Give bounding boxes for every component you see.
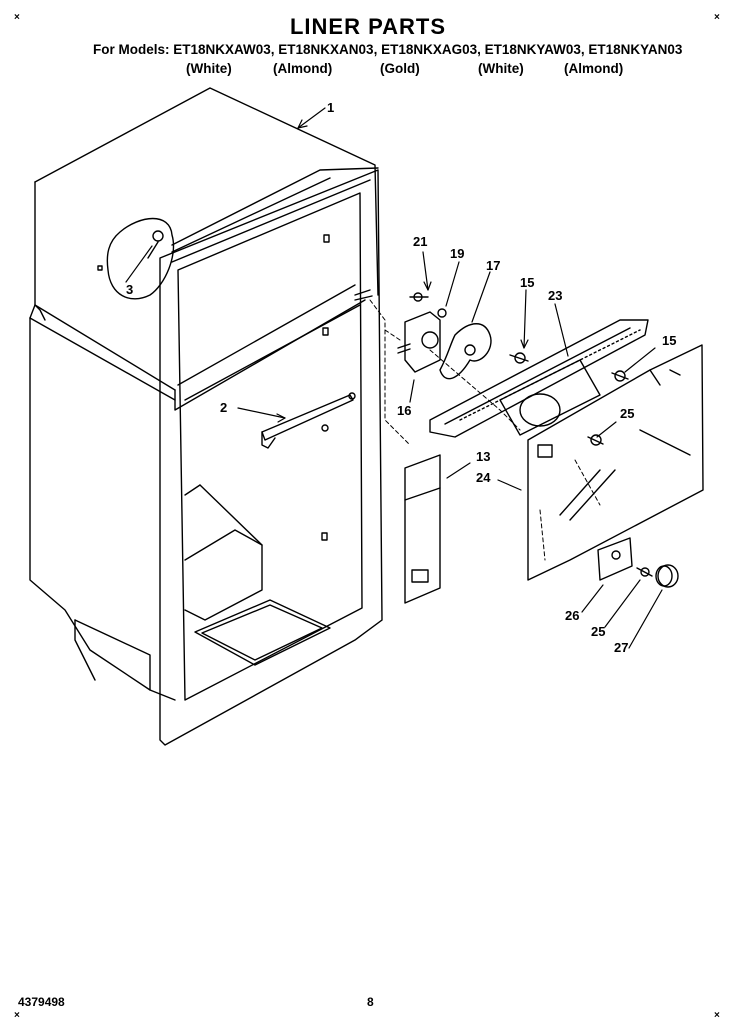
callout-13: 13 <box>476 449 490 464</box>
callout-16: 16 <box>397 403 411 418</box>
document-number: 4379498 <box>18 995 65 1009</box>
cabinet-liner <box>29 87 383 746</box>
knob-parts <box>597 537 679 588</box>
color-label: (Almond) <box>273 61 333 76</box>
part-24-cover <box>527 344 704 581</box>
callout-24: 24 <box>476 470 491 485</box>
callout-1: 1 <box>327 100 334 115</box>
callout-2: 2 <box>220 400 227 415</box>
screw-15 <box>509 352 629 382</box>
color-label: (White) <box>186 61 232 76</box>
color-label: (Almond) <box>564 61 624 76</box>
callout-26: 26 <box>565 608 579 623</box>
corner-mark: × <box>714 1010 720 1021</box>
callout-19: 19 <box>450 246 464 261</box>
callout-15: 15 <box>662 333 676 348</box>
callout-21: 21 <box>413 234 427 249</box>
corner-mark: × <box>14 1010 20 1021</box>
callout-15: 15 <box>520 275 534 290</box>
part-23-shroud <box>429 319 649 438</box>
page-number: 8 <box>367 995 374 1009</box>
fan-assembly <box>397 292 492 380</box>
callout-23: 23 <box>548 288 562 303</box>
leader-arrows <box>125 107 663 649</box>
assembly-lines <box>369 299 601 561</box>
page-title: LINER PARTS <box>289 14 447 39</box>
part-2-bracket <box>261 392 356 449</box>
color-label: (White) <box>478 61 524 76</box>
callout-3: 3 <box>126 282 133 297</box>
color-label: (Gold) <box>380 61 420 76</box>
callout-27: 27 <box>614 640 628 655</box>
color-line: (White) (Almond) (Gold) (White) (Almond) <box>0 61 736 79</box>
callout-25: 25 <box>620 406 634 421</box>
callout-17: 17 <box>486 258 500 273</box>
part-13-panel <box>404 454 441 604</box>
callout-25: 25 <box>591 624 605 639</box>
models-line: For Models: ET18NKXAW03, ET18NKXAN03, ET… <box>93 42 683 57</box>
callout-labels: 1 2 3 21 19 17 15 23 15 16 25 13 24 26 2… <box>126 100 676 655</box>
corner-mark: × <box>14 12 20 23</box>
detail-bubble <box>97 217 175 300</box>
corner-mark: × <box>714 12 720 23</box>
